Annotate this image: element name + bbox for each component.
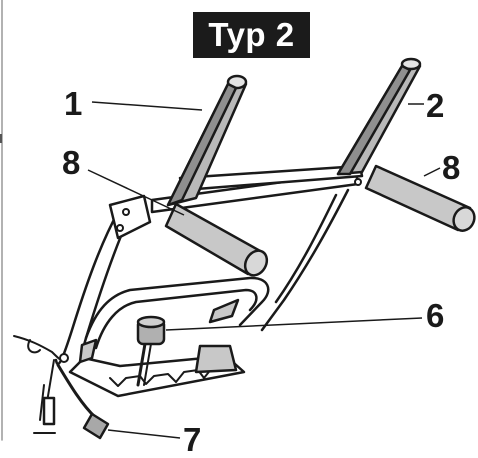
callout-8-right: 8	[442, 149, 461, 186]
handle-frame-inner-right	[274, 193, 338, 304]
handle-frame-outer	[54, 210, 120, 366]
gear-lever-shaft-2	[143, 337, 153, 386]
leader-8-right	[423, 167, 441, 177]
pivot-hole	[59, 353, 69, 363]
cable-loop	[27, 339, 41, 354]
callout-6: 6	[426, 297, 445, 334]
callout-7: 7	[183, 421, 202, 458]
right-upright-shade	[336, 64, 412, 176]
left-pad	[78, 338, 98, 364]
leader-1	[91, 101, 203, 111]
rod-grip	[82, 412, 110, 440]
edge-tick	[0, 134, 2, 143]
clamp-bracket	[108, 194, 152, 240]
type-title-badge: Typ 2	[193, 12, 310, 58]
right-upright-top	[400, 57, 422, 71]
handle-frame-outer-right	[260, 188, 350, 332]
mount-block	[194, 344, 238, 374]
throttle-cable	[13, 335, 65, 362]
left-upright-shade	[166, 82, 238, 207]
bolt-hole-2	[116, 224, 124, 232]
callout-2: 2	[426, 87, 445, 124]
leader-6	[165, 317, 423, 331]
leader-7	[107, 429, 181, 439]
right-pad	[208, 298, 240, 324]
callout-8-left: 8	[62, 144, 81, 181]
base-frame	[84, 276, 270, 340]
base-frame-inner	[94, 288, 258, 350]
callout-1: 1	[64, 85, 83, 122]
cable-fastener	[42, 396, 56, 426]
bolt-hole-3	[354, 178, 362, 186]
gear-knob-top	[136, 315, 166, 329]
support-rod	[39, 384, 45, 421]
left-grip-end	[243, 249, 269, 277]
gear-lever-shaft	[136, 336, 148, 387]
bolt-hole-1	[122, 208, 130, 216]
leader-8-left	[87, 169, 185, 216]
right-grip-end	[452, 206, 476, 232]
